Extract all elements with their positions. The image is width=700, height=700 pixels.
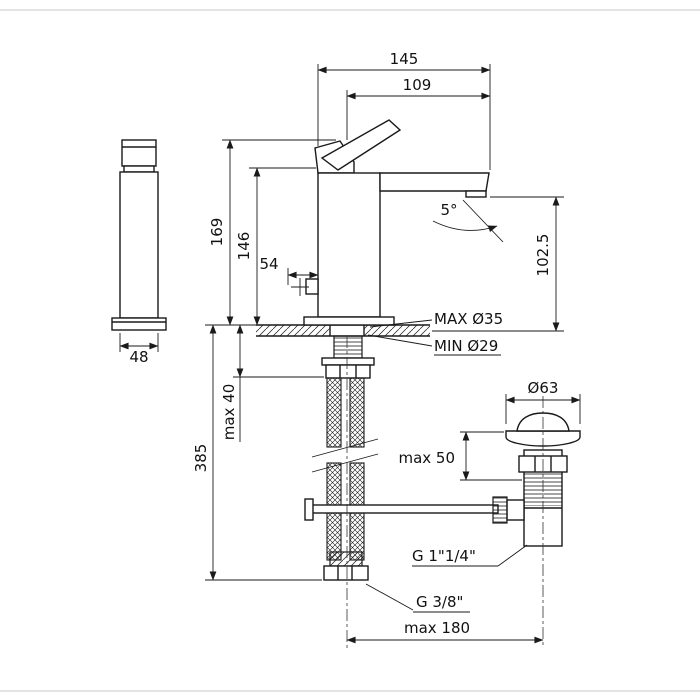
aerator bbox=[465, 190, 487, 198]
deck-section bbox=[256, 324, 430, 337]
supply-thread-label: G 3/8" bbox=[416, 593, 463, 611]
break-line bbox=[311, 438, 379, 458]
side-collar bbox=[123, 165, 155, 173]
dimension-lines bbox=[119, 64, 581, 644]
side-port bbox=[305, 278, 319, 295]
threaded-shank bbox=[333, 335, 363, 359]
mounting-nut bbox=[325, 364, 371, 379]
side-base bbox=[111, 317, 167, 331]
side-handle bbox=[121, 139, 157, 167]
hole-max-label: MAX Ø35 bbox=[434, 310, 503, 328]
pop-up-rod bbox=[311, 504, 499, 514]
spout bbox=[379, 172, 490, 192]
waste-inlet bbox=[506, 499, 525, 521]
pop-up-waste bbox=[492, 412, 581, 547]
front-view bbox=[291, 119, 490, 379]
dim-385-label: 385 bbox=[192, 444, 210, 473]
dim-102-5-label: 102.5 bbox=[534, 234, 552, 277]
center-lines bbox=[346, 336, 544, 648]
dim-145-label: 145 bbox=[390, 50, 419, 68]
mixer-body bbox=[317, 172, 381, 318]
clamp-washer bbox=[321, 357, 375, 366]
side-view bbox=[111, 139, 167, 331]
waste-thread-label: G 1"1/4" bbox=[412, 547, 476, 565]
dim-169-label: 169 bbox=[208, 218, 226, 247]
leader-lines bbox=[365, 319, 528, 613]
base-plate bbox=[303, 316, 395, 326]
dim-109-label: 109 bbox=[403, 76, 432, 94]
knurled-joint bbox=[492, 496, 508, 524]
dimension-labels: 145 109 169 146 54 5° 102.5 48 MAX Ø35 M… bbox=[129, 50, 558, 637]
hole-min-label: MIN Ø29 bbox=[434, 337, 498, 355]
dim-max-50-label: max 50 bbox=[398, 449, 455, 467]
break-line bbox=[311, 453, 379, 473]
side-body bbox=[119, 171, 159, 319]
dim-146-label: 146 bbox=[235, 232, 253, 261]
hose-nut bbox=[323, 565, 369, 581]
dim-angle-label: 5° bbox=[440, 201, 457, 219]
dim-max-180-label: max 180 bbox=[404, 619, 470, 637]
dim-max-40-label: max 40 bbox=[220, 384, 238, 441]
dim-63-label: Ø63 bbox=[528, 379, 559, 397]
dim-48-label: 48 bbox=[129, 348, 148, 366]
supply-hoses bbox=[311, 377, 379, 581]
handle-lever bbox=[320, 119, 402, 171]
hose-collar bbox=[329, 551, 363, 567]
rod-handle bbox=[304, 498, 314, 521]
dim-54-label: 54 bbox=[259, 255, 278, 273]
